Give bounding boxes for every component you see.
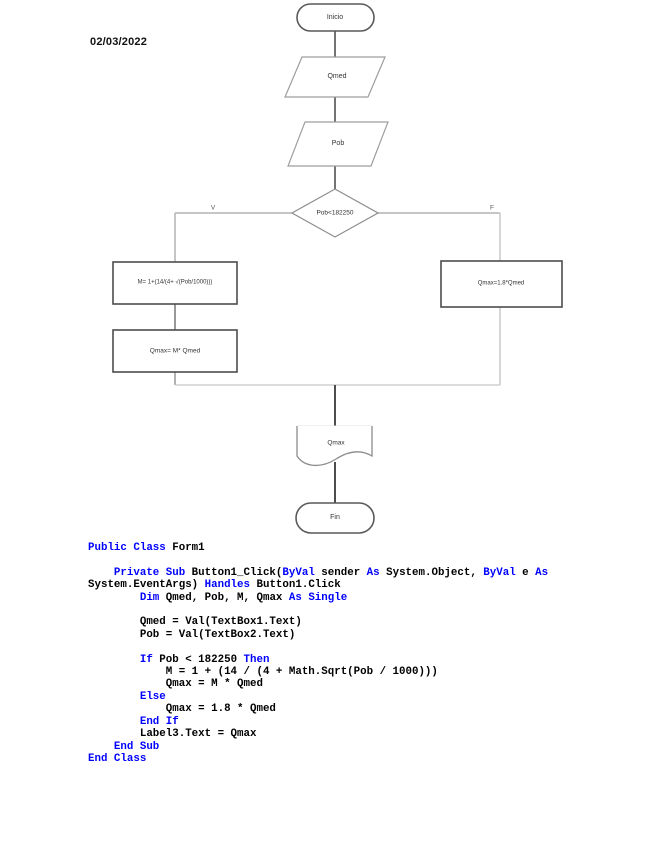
code-text: sender	[314, 566, 367, 579]
code-line: Label3.Text = Qmax	[88, 728, 548, 740]
code-keyword: Private Sub	[113, 566, 186, 579]
code-text: Form1	[165, 542, 205, 554]
code-text: Qmed = Val(TextBox1.Text)	[88, 616, 302, 629]
process-m-rect	[112, 261, 238, 305]
decision-label: Pob<182250	[316, 209, 354, 217]
code-line: Qmax = M * Qmed	[88, 678, 548, 690]
code-text: System.EventArgs)	[88, 579, 205, 592]
code-text: Button1.Click	[250, 579, 341, 592]
code-keyword: End Sub	[113, 740, 160, 753]
code-line	[88, 554, 548, 566]
code-keyword: End Class	[88, 752, 147, 765]
code-line: End Sub	[88, 741, 548, 753]
start-label: Inicio	[326, 14, 344, 22]
code-keyword: Handles	[204, 579, 250, 592]
input-pob-parallelogram	[287, 121, 389, 167]
output-label: Qmax	[327, 439, 345, 447]
code-text	[88, 741, 114, 753]
code-keyword: Then	[243, 653, 270, 666]
code-text: e	[515, 566, 536, 579]
code-text	[88, 567, 114, 579]
code-text: Pob < 182250	[152, 653, 244, 666]
end-label: Fin	[330, 514, 340, 522]
process-m-label: M= 1+(14/(4+ √(Pob/1000)))	[137, 279, 213, 286]
code-keyword: Else	[139, 690, 166, 703]
input-qmed-parallelogram	[284, 56, 386, 98]
end-terminator-shape	[295, 502, 375, 534]
code-text: M = 1 + (14 / (4 + Math.Sqrt(Pob / 1000)…	[88, 666, 438, 679]
code-keyword: As	[535, 566, 549, 579]
process-qmax-true-rect	[112, 329, 238, 373]
code-line: End If	[88, 716, 548, 728]
branch-true-label: V	[210, 204, 216, 212]
code-text: Qmax = 1.8 * Qmed	[88, 703, 276, 716]
code-line: Qmax = 1.8 * Qmed	[88, 703, 548, 715]
code-keyword: As	[366, 566, 380, 579]
code-keyword: Dim	[139, 591, 160, 604]
code-text	[88, 654, 140, 666]
branch-false-label: F	[490, 204, 494, 212]
code-line: Else	[88, 691, 548, 703]
code-keyword: End If	[139, 715, 179, 728]
input-pob-label: Pob	[331, 140, 345, 148]
code-line: Private Sub Button1_Click(ByVal sender A…	[88, 567, 548, 579]
code-line: Public Class Form1	[88, 542, 548, 554]
code-line	[88, 641, 548, 653]
code-text: Qmed, Pob, M, Qmax	[159, 591, 289, 604]
code-line: Dim Qmed, Pob, M, Qmax As Single	[88, 592, 548, 604]
code-line: Pob = Val(TextBox2.Text)	[88, 629, 548, 641]
process-qmax-false-rect	[440, 260, 563, 308]
process-qmax-false-label: Qmax=1.8*Qmed	[477, 280, 525, 287]
code-text	[88, 716, 140, 728]
document-date: 02/03/2022	[90, 36, 148, 48]
code-text: Button1_Click(	[185, 566, 283, 579]
code-keyword: As Single	[288, 591, 348, 604]
process-qmax-true-label: Qmax= M* Qmed	[149, 347, 201, 355]
decision-diamond	[290, 188, 380, 238]
code-text: Pob = Val(TextBox2.Text)	[88, 628, 296, 641]
code-line: Qmed = Val(TextBox1.Text)	[88, 616, 548, 628]
code-text: Qmax = M * Qmed	[88, 678, 263, 691]
code-line	[88, 604, 548, 616]
code-line: System.EventArgs) Handles Button1.Click	[88, 579, 548, 591]
code-keyword: Public Class	[88, 542, 166, 554]
code-text: Label3.Text = Qmax	[88, 728, 257, 741]
code-text	[88, 592, 140, 604]
input-qmed-label: Qmed	[327, 73, 347, 81]
start-terminator-shape	[296, 3, 375, 32]
output-document-shape	[296, 426, 373, 467]
code-text: System.Object,	[379, 566, 484, 579]
code-line: If Pob < 182250 Then	[88, 654, 548, 666]
code-line: M = 1 + (14 / (4 + Math.Sqrt(Pob / 1000)…	[88, 666, 548, 678]
code-keyword: ByVal	[282, 566, 315, 579]
code-keyword: If	[139, 653, 153, 666]
code-line: End Class	[88, 753, 548, 765]
code-keyword: ByVal	[483, 566, 516, 579]
vb-code-listing: Public Class Form1 Private Sub Button1_C…	[88, 542, 548, 765]
code-text	[88, 691, 140, 703]
